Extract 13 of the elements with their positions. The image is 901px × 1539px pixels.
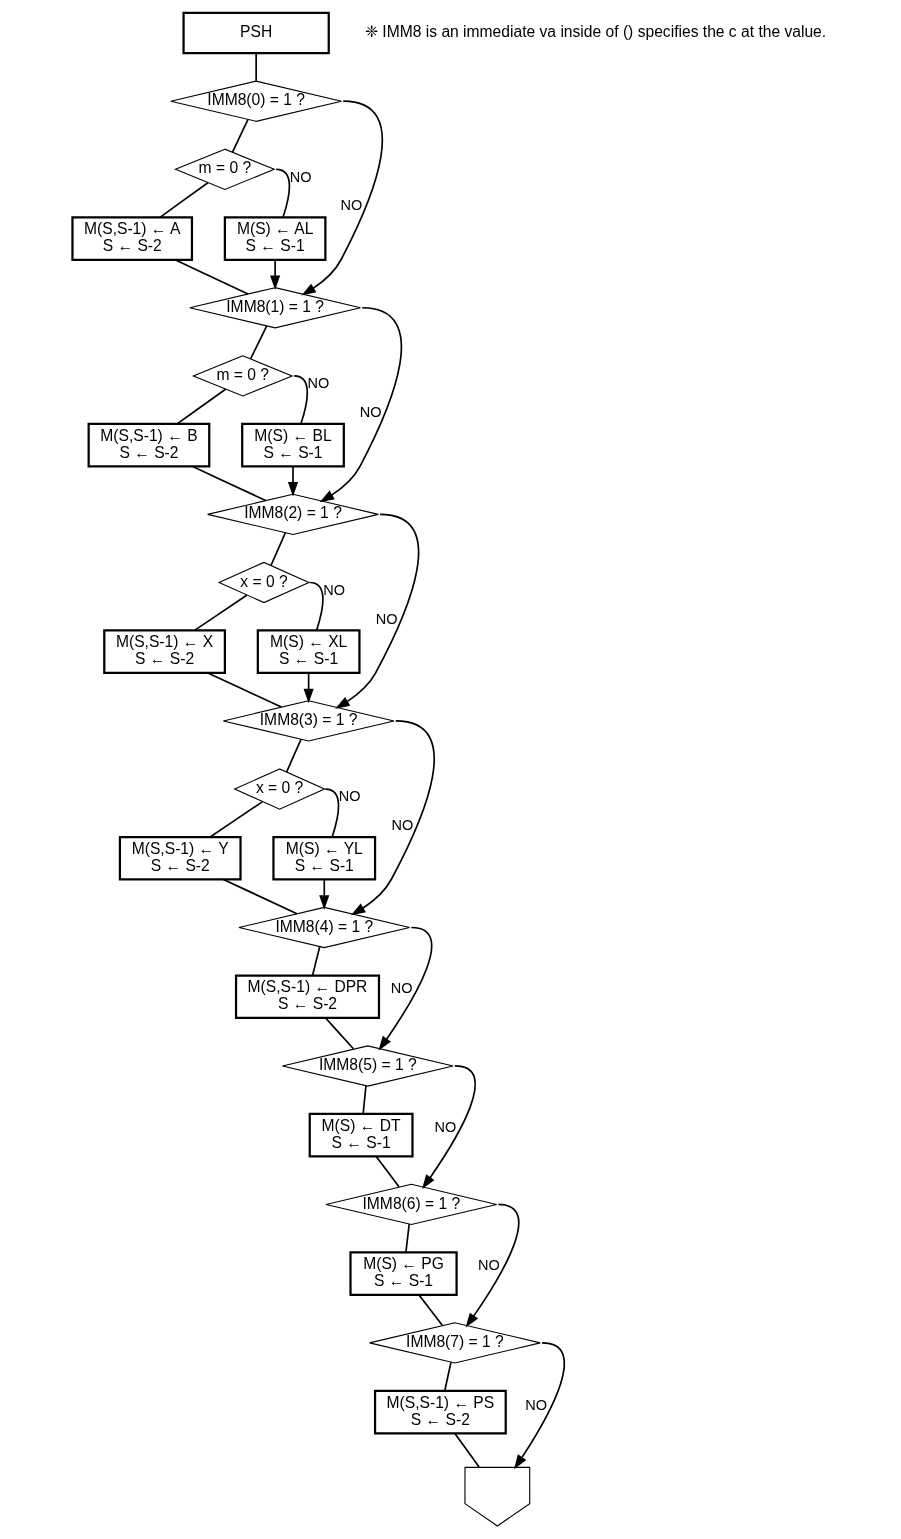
edge-label: NO <box>359 404 381 421</box>
edge-label: NO <box>390 980 413 997</box>
edge-label: NO <box>390 817 413 834</box>
edge-label: NO <box>289 168 311 185</box>
edge-label: NO <box>307 375 329 392</box>
edge-label: NO <box>433 1118 456 1135</box>
edge-label: NO <box>375 610 398 627</box>
edge-label: NO <box>477 1257 500 1274</box>
edge-label: NO <box>322 581 345 598</box>
label: ❈ IMM8 is an immediate va inside of () specifies the c at the value. <box>364 23 826 41</box>
edge-label: NO <box>340 197 362 214</box>
edge-label: NO <box>524 1397 547 1414</box>
edge-label: NO <box>338 788 361 805</box>
